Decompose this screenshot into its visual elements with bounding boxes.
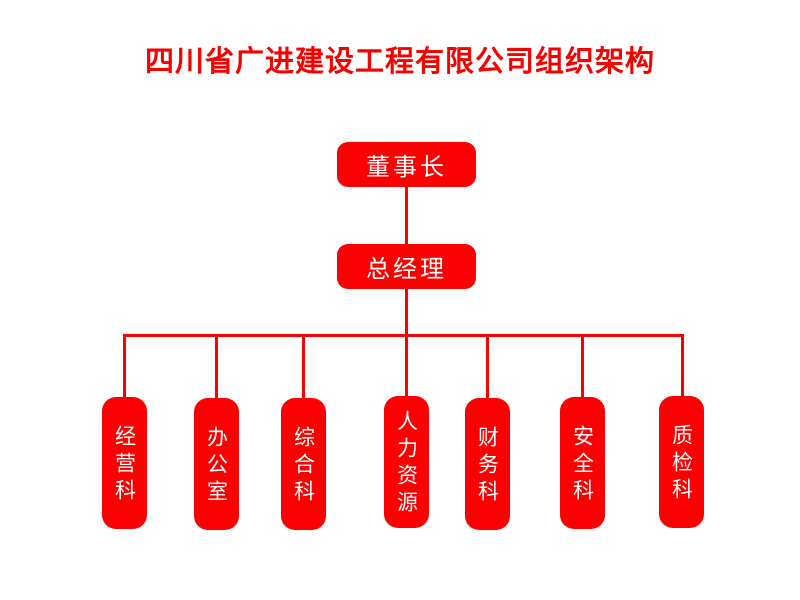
connector-chairman-to-gm xyxy=(405,187,408,244)
node-department-5-label: 财务科 xyxy=(475,425,500,507)
connector-drop-5 xyxy=(486,334,489,398)
connector-drop-7 xyxy=(681,334,684,396)
node-department-3[interactable]: 综合科 xyxy=(281,398,326,530)
node-department-7-label: 质检科 xyxy=(669,423,694,505)
connector-drop-3 xyxy=(302,334,305,398)
node-department-4[interactable]: 人力资源 xyxy=(384,396,429,528)
node-chairman[interactable]: 董事长 xyxy=(337,142,476,187)
node-department-6-label: 安全科 xyxy=(570,424,595,506)
node-department-3-label: 综合科 xyxy=(291,425,316,507)
connector-drop-1 xyxy=(123,334,126,397)
node-department-5[interactable]: 财务科 xyxy=(465,398,510,530)
node-department-6[interactable]: 安全科 xyxy=(560,397,605,529)
connector-horizontal-bus xyxy=(123,334,684,337)
connector-drop-2 xyxy=(215,334,218,398)
connector-drop-6 xyxy=(581,334,584,397)
node-general-manager-label: 总经理 xyxy=(366,255,447,283)
node-department-2-label: 办公室 xyxy=(204,425,229,507)
node-department-4-label: 人力资源 xyxy=(394,410,419,518)
node-general-manager[interactable]: 总经理 xyxy=(337,244,476,289)
node-department-1-label: 经营科 xyxy=(112,424,137,506)
page-title: 四川省广进建设工程有限公司组织架构 xyxy=(144,44,655,78)
node-department-2[interactable]: 办公室 xyxy=(194,398,239,530)
connector-gm-stem xyxy=(405,289,408,337)
node-chairman-label: 董事长 xyxy=(366,153,447,181)
connector-drop-4 xyxy=(405,334,408,396)
node-department-1[interactable]: 经营科 xyxy=(102,397,147,529)
node-department-7[interactable]: 质检科 xyxy=(659,396,704,528)
